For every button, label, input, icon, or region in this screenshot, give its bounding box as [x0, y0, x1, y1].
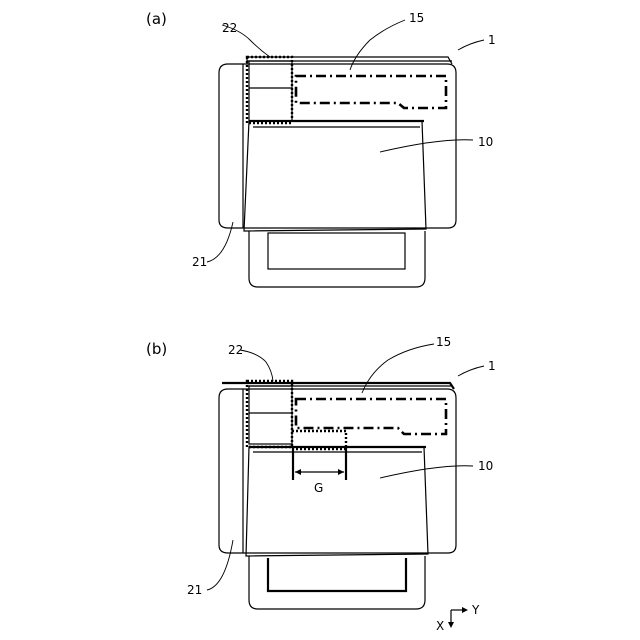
label-10-a: 10 — [478, 135, 493, 149]
leader-1-b — [458, 366, 484, 376]
x-axis-arrowhead — [448, 622, 454, 628]
label-22-b: 22 — [228, 343, 243, 357]
region-22-dotted-a — [247, 57, 292, 123]
label-21-a: 21 — [192, 255, 207, 269]
tray-10-b — [246, 447, 428, 556]
axis-label-y: Y — [471, 603, 480, 617]
region-15-dashdot-a — [296, 76, 446, 108]
drawer-window-b — [268, 558, 406, 591]
axis-label-x: X — [436, 619, 444, 633]
bottom-drawer-a — [249, 231, 425, 287]
axis-indicator: Y X — [436, 603, 480, 633]
label-15-a: 15 — [409, 11, 424, 25]
gap-arrow-left — [295, 469, 301, 475]
part-22-box-a — [249, 61, 292, 121]
figure-b: (b) G 22 15 1 — [146, 335, 496, 609]
panel-label-b: (b) — [146, 340, 167, 358]
y-axis-arrowhead — [462, 607, 468, 613]
panel-label-a: (a) — [146, 10, 167, 28]
label-1-b: 1 — [488, 359, 496, 373]
label-gap: G — [314, 481, 323, 495]
region-15-dashdot-b — [296, 399, 446, 434]
drawer-window-a — [268, 233, 405, 269]
bottom-drawer-b — [249, 556, 425, 609]
label-10-b: 10 — [478, 459, 493, 473]
label-22-a: 22 — [222, 21, 237, 35]
leader-21-b — [207, 540, 233, 590]
label-21-b: 21 — [187, 583, 202, 597]
region-22-dotted-b — [247, 381, 292, 447]
label-15-b: 15 — [436, 335, 451, 349]
tray-10-a — [244, 121, 426, 231]
leader-22-b — [240, 350, 273, 381]
label-1-a: 1 — [488, 33, 496, 47]
figure-a: (a) 22 15 1 10 21 — [146, 10, 496, 287]
leader-10-a — [380, 140, 473, 152]
leader-10-b — [380, 466, 473, 478]
leader-1-a — [458, 40, 484, 50]
leader-15-a — [350, 20, 405, 70]
part-22-box-b — [249, 386, 292, 444]
gap-arrow-right — [338, 469, 344, 475]
